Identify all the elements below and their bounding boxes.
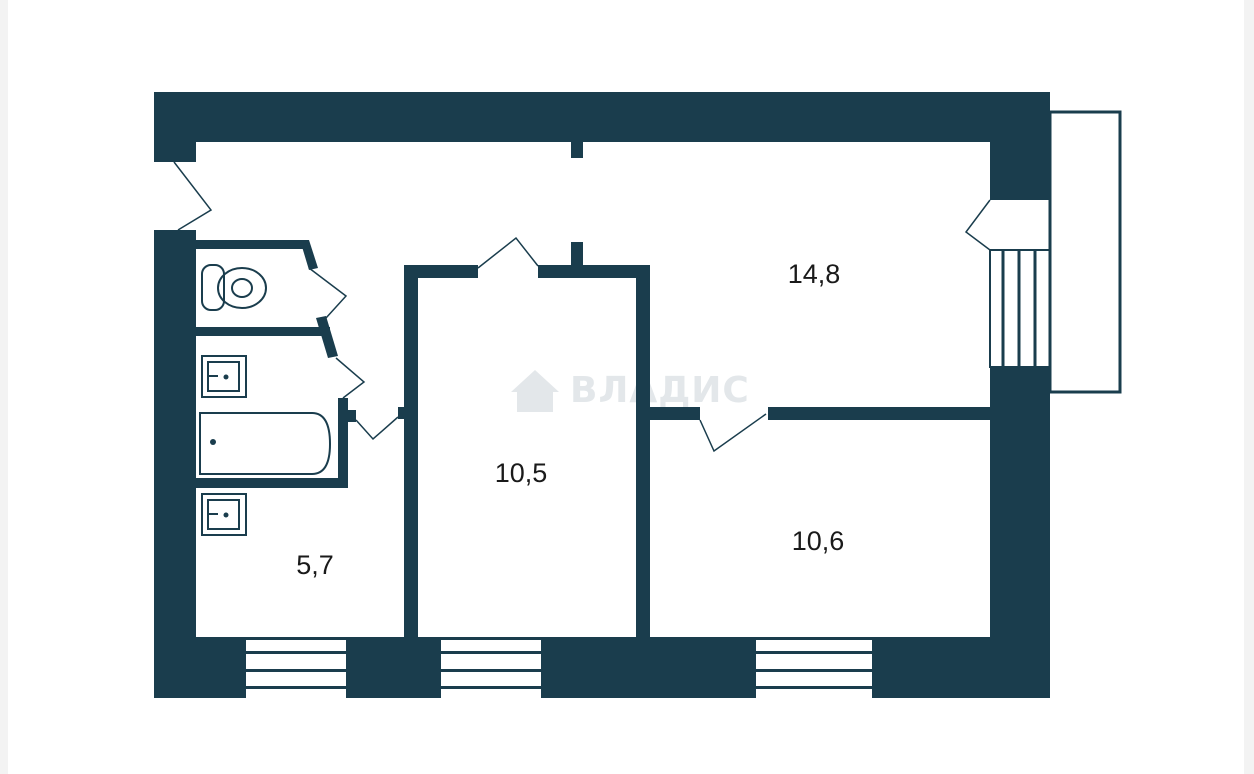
door-entrance	[173, 161, 213, 231]
door-balcony	[964, 199, 991, 251]
windows	[246, 249, 1051, 698]
outer-wall-top	[154, 92, 1050, 142]
area-label-right-room: 10,6	[792, 526, 845, 556]
door-kitchen	[355, 416, 399, 441]
balcony	[1048, 110, 1122, 394]
door-right-room	[699, 413, 767, 453]
outer-wall-right-lower	[990, 367, 1050, 698]
outer-wall-left-lower	[154, 230, 196, 698]
toilet-icon	[201, 264, 267, 311]
sink-icon	[201, 493, 247, 536]
door-toilet	[308, 267, 348, 319]
door-bathroom	[335, 357, 366, 399]
area-label-middle-room: 10,5	[495, 458, 548, 488]
bathtub-icon	[199, 412, 332, 475]
outer-wall-right-upper	[990, 92, 1050, 200]
area-label-kitchen: 5,7	[296, 550, 334, 580]
outer-wall-left-upper	[154, 92, 196, 162]
doors	[173, 161, 991, 453]
window-kitchen	[246, 640, 346, 698]
area-label-main-room: 14,8	[788, 259, 841, 289]
window-balcony	[989, 249, 1051, 368]
door-middle-room	[477, 236, 539, 269]
window-right-room	[756, 640, 872, 698]
watermark: ВЛАДИС	[511, 370, 750, 412]
window-middle-room	[441, 640, 541, 698]
watermark-text: ВЛАДИС	[570, 370, 750, 411]
fixtures	[199, 264, 332, 536]
sink-icon	[201, 355, 247, 398]
house-logo-icon	[511, 370, 559, 412]
